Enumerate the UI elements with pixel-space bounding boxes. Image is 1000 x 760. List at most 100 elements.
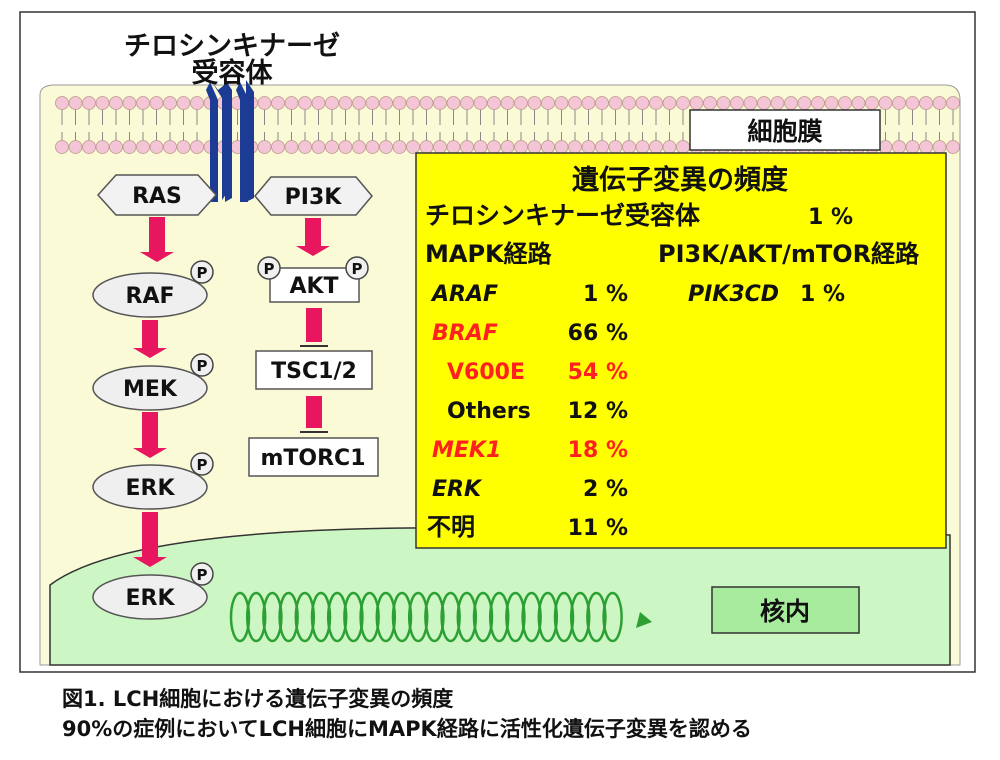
phosphate-circle (345, 256, 369, 280)
frequency-row-value: 54 % (568, 360, 628, 385)
lipid-head (419, 96, 434, 110)
activation-arrow (133, 320, 167, 358)
lipid-head (730, 96, 744, 110)
phosphate-circle (190, 452, 214, 476)
lipid-head (176, 140, 191, 154)
lipid-head (311, 140, 326, 154)
pik3cd-label: PIK3CD (688, 282, 779, 307)
lipid-head (298, 140, 312, 154)
lipid-head (325, 140, 339, 154)
receptor-frequency-label: チロシンキナーゼ受容体 (425, 201, 701, 230)
lipid-head (716, 96, 731, 110)
membrane-label: 細胞膜 (747, 117, 822, 146)
erk-node (92, 464, 208, 510)
dna-loop (310, 591, 332, 643)
lipid-head (824, 96, 839, 110)
lipid-head (676, 140, 690, 154)
lipid-head (392, 140, 407, 154)
lipid-head (568, 140, 582, 154)
dna-loop (488, 591, 510, 643)
figure-caption-line1: 図1. LCH細胞における遺伝子変異の頻度 (62, 687, 454, 711)
dna-loop (278, 591, 299, 643)
lipid-head (365, 96, 380, 110)
lipid-head (851, 96, 866, 110)
lipid-head (95, 140, 110, 154)
lipid-head (55, 140, 69, 154)
inhibition-bar (306, 396, 322, 428)
lipid-head (622, 140, 636, 154)
lipid-head (136, 96, 150, 110)
tsc-label: TSC1/2 (271, 359, 357, 384)
mapk-header: MAPK経路 (425, 240, 553, 268)
cell-membrane (55, 96, 960, 154)
akt-node (269, 267, 360, 303)
dna-coil (229, 591, 652, 643)
phosphate-label: P (197, 357, 208, 375)
lipid-head (338, 96, 353, 110)
lipid-head (298, 96, 312, 110)
phosphate-label: P (197, 566, 208, 584)
lipid-head (946, 140, 960, 154)
phosphate-label: P (197, 264, 208, 282)
lipid-head (82, 140, 96, 154)
lipid-head (122, 96, 137, 110)
lipid-head (797, 96, 812, 110)
lipid-head (163, 140, 177, 154)
lipid-head (689, 96, 704, 110)
lipid-head (325, 96, 339, 110)
lipid-head (136, 140, 150, 154)
erk-nuclear-node (92, 574, 208, 620)
lipid-head (932, 96, 947, 110)
lipid-head (892, 96, 906, 110)
lipid-head (460, 96, 474, 110)
akt-label: AKT (289, 274, 338, 299)
lipid-head (919, 96, 933, 110)
pik3cd-value: 1 % (800, 282, 845, 307)
frequency-row-label: BRAF (432, 321, 498, 346)
tyrosine-kinase-receptor (206, 80, 254, 202)
lipid-head (892, 140, 906, 154)
receptor-label-line2: 受容体 (192, 57, 274, 89)
dna-loop (586, 591, 607, 643)
dna-loop (407, 591, 429, 643)
erk-label: ERK (125, 476, 175, 501)
lipid-head (352, 96, 366, 110)
dna-loop (391, 591, 413, 643)
phosphate-circle (190, 562, 214, 586)
frequency-row-label: ERK (432, 477, 483, 502)
figure-caption-line2: 90%の症例においてLCH細胞にMAPK経路に活性化遺伝子変異を認める (62, 717, 752, 741)
pi3k-node (254, 176, 373, 216)
lipid-head (311, 96, 326, 110)
lipid-head (554, 140, 569, 154)
frequency-title: 遺伝子変異の頻度 (572, 164, 788, 196)
lipid-head (352, 140, 366, 154)
lipid-head (622, 96, 636, 110)
lipid-head (257, 96, 272, 110)
lipid-head (838, 96, 852, 110)
lipid-head (379, 140, 393, 154)
raf-node (92, 272, 208, 318)
dna-loop (375, 591, 397, 643)
lipid-head (379, 96, 393, 110)
phosphate-label: P (197, 456, 208, 474)
dna-loop (326, 591, 348, 643)
lipid-head (919, 140, 933, 154)
lipid-head (905, 96, 920, 110)
dna-arrow-head (636, 612, 652, 628)
lipid-head (527, 140, 542, 154)
lipid-head (68, 96, 83, 110)
dna-loop (440, 591, 461, 643)
lipid-head (460, 140, 474, 154)
nucleus-label: 核内 (760, 597, 810, 626)
lipid-head (500, 140, 515, 154)
lipid-head (541, 96, 555, 110)
lipid-head (554, 96, 569, 110)
mek-label: MEK (123, 377, 178, 402)
lipid-head (649, 140, 663, 154)
lipid-head (271, 96, 285, 110)
lipid-head (946, 96, 960, 110)
frequency-row-label: 不明 (427, 513, 475, 541)
lipid-head (95, 96, 110, 110)
frequency-row-value: 12 % (568, 399, 628, 424)
